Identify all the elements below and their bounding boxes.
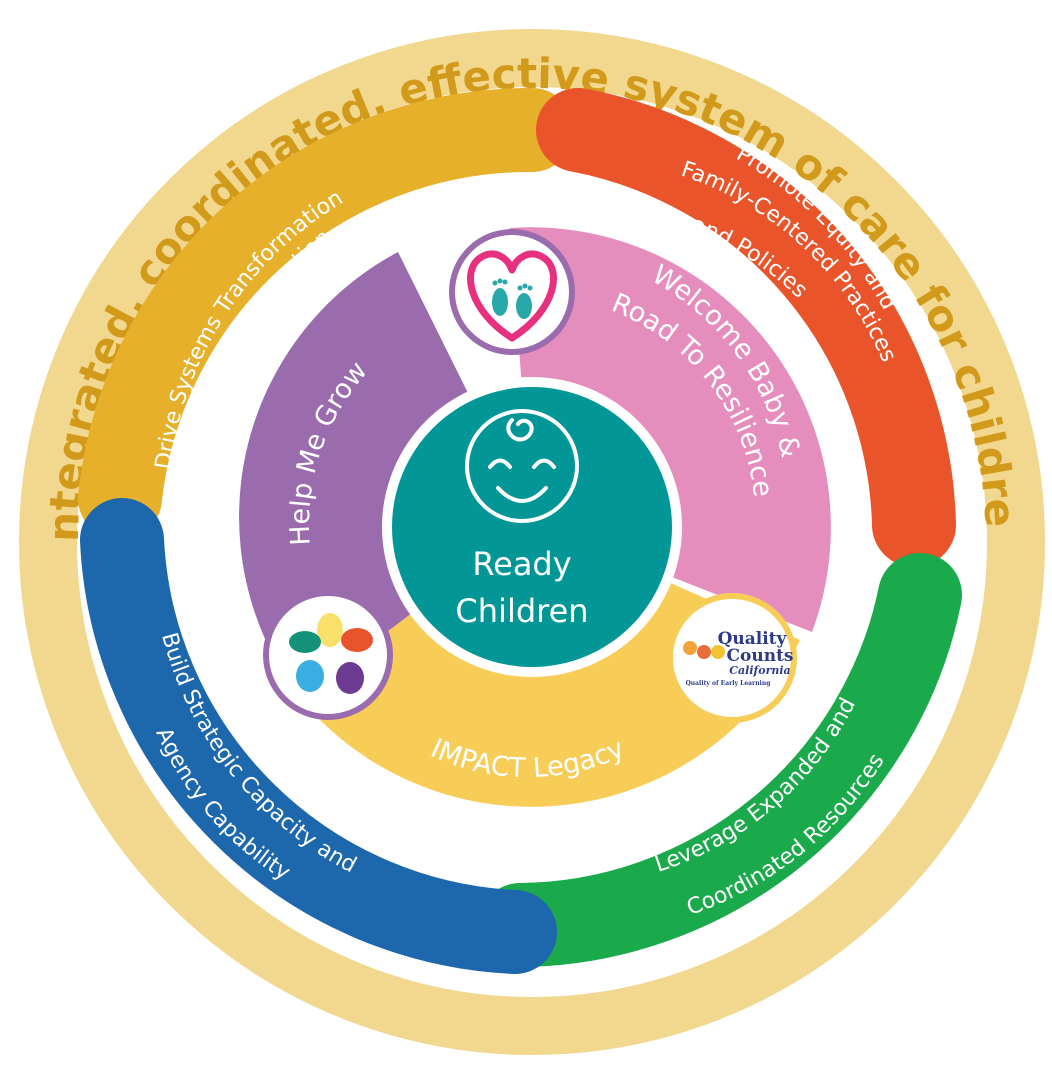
- center-circle: [392, 387, 672, 667]
- petals-logo: [263, 590, 393, 720]
- segment-help-me-grow: [239, 252, 533, 698]
- center-line1: Ready: [472, 545, 571, 583]
- baby-face-icon: [465, 409, 579, 523]
- svg-text:Counts: Counts: [726, 646, 793, 666]
- band-drive-systems: [78, 87, 574, 540]
- svg-text:Quality of Early Learning: Quality of Early Learning: [686, 680, 772, 687]
- band-leverage-resources: [478, 553, 962, 967]
- heart-feet-logo: [449, 229, 575, 355]
- band-build-capacity: [80, 498, 557, 974]
- strategy-bands: [78, 87, 962, 974]
- center-line2: Children: [455, 592, 588, 630]
- svg-text:Quality: Quality: [718, 629, 788, 649]
- outer-ring: [19, 29, 1045, 1055]
- band-promote-equity: [536, 88, 956, 567]
- quality-counts-logo: Quality Counts California Quality of Ear…: [667, 593, 797, 723]
- svg-text:California: California: [729, 664, 790, 677]
